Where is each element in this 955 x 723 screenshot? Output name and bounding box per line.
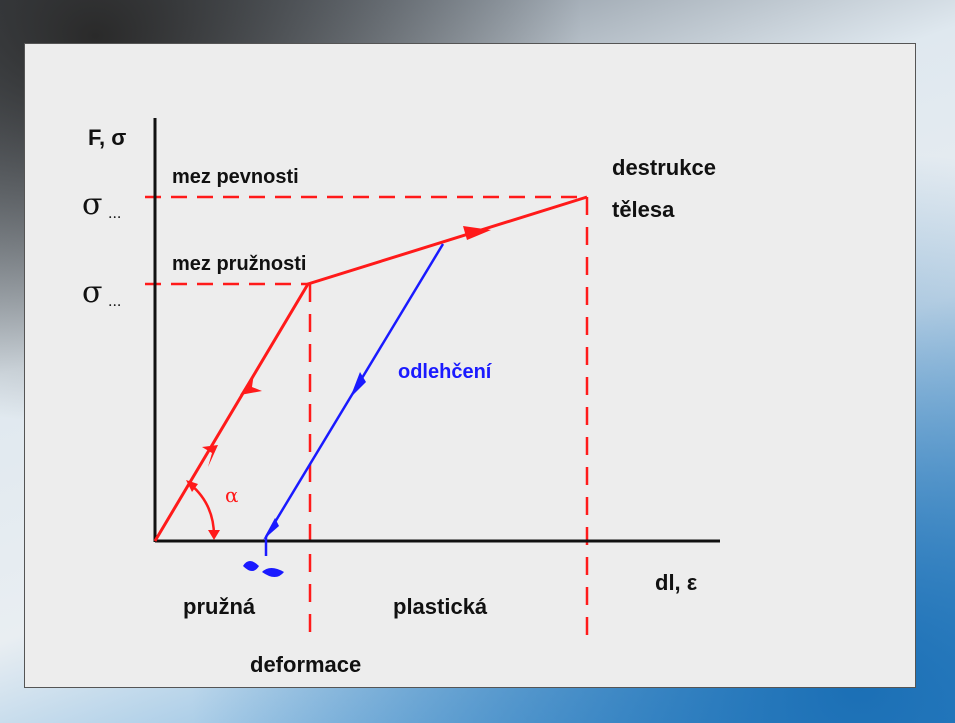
fracture-label-line2: tělesa <box>612 197 675 222</box>
sigma-mid-sub: ... <box>108 294 121 310</box>
sigma-mid-label: σ <box>82 275 102 310</box>
loading-curve <box>153 195 588 542</box>
deformation-label: deformace <box>250 652 361 677</box>
alpha-label: α <box>225 483 239 507</box>
red-arrow-down <box>202 445 218 467</box>
elastic-deformation-label: pružná <box>183 594 256 619</box>
plastic-deformation-label: plastická <box>393 594 488 619</box>
blue-arrow-bottom <box>263 518 279 540</box>
red-arrow-plastic <box>463 226 491 240</box>
sigma-top-sub: ... <box>108 206 121 222</box>
diagram-panel <box>24 43 916 688</box>
alpha-arrow-bottom <box>208 530 220 540</box>
alpha-arc <box>189 483 216 537</box>
blue-recovery-arrows <box>243 561 284 577</box>
red-arrow-up <box>240 373 262 395</box>
ultimate-strength-label: mez pevnosti <box>172 166 299 188</box>
alpha-arrow-top <box>186 480 198 492</box>
y-axis-label: F, σ <box>88 125 126 150</box>
unloading-label: odlehčení <box>398 361 493 383</box>
x-axis-label: dl, ε <box>655 570 698 595</box>
sigma-top-label: σ <box>82 187 102 222</box>
elastic-limit-label: mez pružnosti <box>172 253 306 275</box>
blue-arrow-mid <box>350 372 366 398</box>
fracture-label-line1: destrukce <box>612 155 716 180</box>
